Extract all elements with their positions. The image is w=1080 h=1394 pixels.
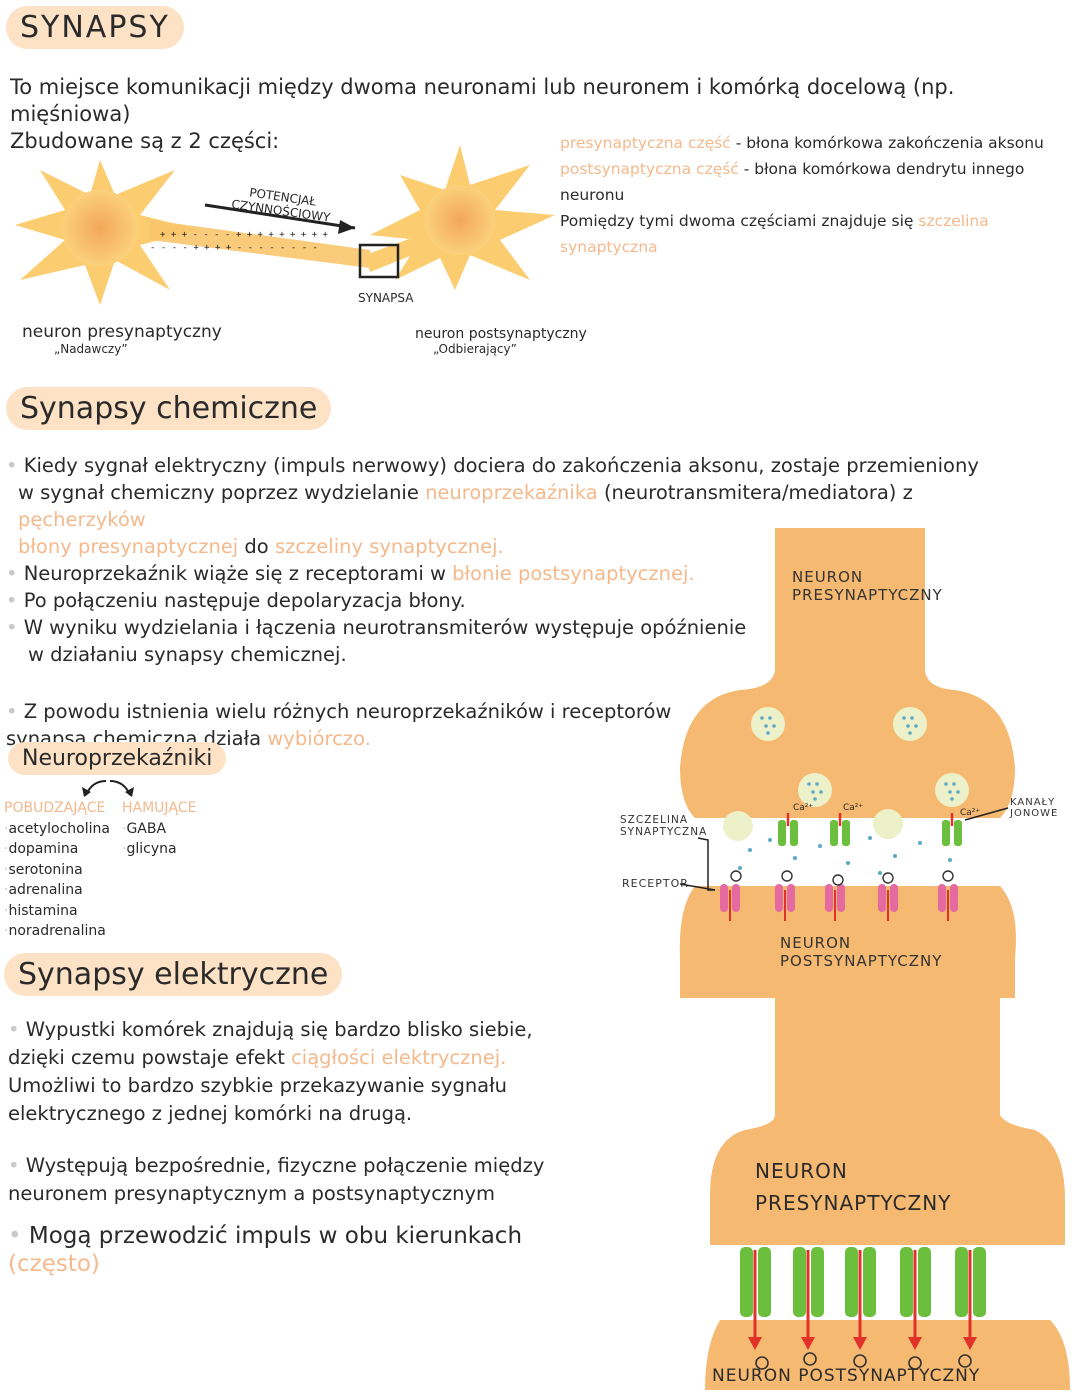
ion-channels-label: KANAŁY JONOWE — [1010, 797, 1059, 819]
branch-arrows — [82, 780, 134, 797]
elec-post-label: NEURON POSTSYNAPTYCZNY — [712, 1366, 981, 1386]
presynaptic-neuron-label: neuron presynaptyczny „Nadawczy” — [22, 322, 222, 356]
receptor-label: RECEPTOR — [622, 877, 689, 890]
list-item: ·GABA — [122, 820, 167, 837]
chemical-synapse-diagram — [679, 528, 1016, 998]
postsynaptic-neuron — [365, 145, 555, 290]
calcium-label: Ca²⁺ — [793, 803, 814, 813]
electrical-presynaptic — [710, 985, 1065, 1245]
electrical-postsynaptic — [705, 1320, 1070, 1390]
gap-junctions — [740, 1247, 986, 1317]
calcium-label: Ca²⁺ — [960, 808, 981, 818]
list-item: ·adrenalina — [4, 882, 83, 898]
ion-channels — [778, 820, 962, 846]
intro-text: To miejsce komunikacji między dwoma neur… — [10, 74, 1070, 155]
chem-post-label: NEURON POSTSYNAPTYCZNY — [780, 934, 943, 970]
neurotransmitters-heading: Neuroprzekaźniki — [8, 742, 227, 775]
electrical-bullet-3: • Mogą przewodzić impuls w obu kierunkac… — [8, 1223, 523, 1277]
list-item: ·dopamina — [4, 841, 79, 857]
list-item: ·noradrenalina — [4, 923, 106, 939]
svg-text:- - - - + + + + - - - - - -: - - - - + + + + - - - - - - - - — [150, 243, 318, 253]
receptors — [720, 884, 958, 912]
postsynaptic-terminal — [679, 886, 1016, 998]
calcium-label: Ca²⁺ — [843, 803, 864, 813]
intro-line-2: Zbudowane są z 2 części: — [10, 129, 280, 153]
chemical-bullet-1: • Kiedy sygnał elektryczny (impuls nerwo… — [6, 454, 979, 477]
list-item: ·acetylocholina — [4, 820, 110, 837]
chemical-bullet-4: • W wyniku wydzielania i łączenia neurot… — [6, 616, 747, 639]
part-between: Pomiędzy tymi dwoma częściami znajduje s… — [560, 212, 989, 256]
svg-text:+ + + - - - - + + + + + + +: + + + - - - - + + + + + + + + + — [160, 230, 329, 240]
electrical-synapses-heading: Synapsy elektryczne — [4, 953, 343, 996]
neuron-diagram: + + + - - - - + + + + + + + + + - - - - … — [15, 145, 555, 305]
elec-pre-label: NEURON PRESYNAPTYCZNY — [755, 1159, 952, 1215]
intro-line-1: To miejsce komunikacji między dwoma neur… — [10, 75, 955, 126]
cleft-label: SZCZELINA SYNAPTYCZNA — [620, 814, 708, 838]
page-title: SYNAPSY — [6, 6, 184, 49]
electrical-bullet-1: • Wypustki komórek znajdują się bardzo b… — [8, 1018, 533, 1041]
chemical-bullet-5: • Z powodu istnienia wielu różnych neuro… — [6, 700, 672, 723]
synapse-box — [358, 243, 400, 279]
presynaptic-terminal — [680, 528, 1015, 818]
part-post: postsynaptyczna część - błona komórkowa … — [560, 160, 1025, 204]
postsynaptic-neuron-label: neuron postsynaptyczny „Odbierający” — [415, 326, 587, 356]
presynaptic-neuron — [15, 160, 370, 305]
electrical-synapse-diagram — [705, 985, 1070, 1390]
synapse-parts: presynaptyczna część - błona komórkowa z… — [560, 130, 1075, 260]
chemical-bullet-2: • Neuroprzekaźnik wiąże się z receptoram… — [6, 562, 695, 585]
synapse-label: SYNAPSA — [358, 291, 414, 305]
chemical-bullet-3: • Po połączeniu następuje depolaryzacja … — [6, 589, 466, 612]
inhibitory-list: HAMUJĄCE ·GABA ·glicyna — [122, 798, 197, 860]
chem-pre-label: NEURON PRESYNAPTYCZNY — [792, 568, 943, 604]
list-item: ·glicyna — [122, 841, 177, 857]
electrical-text: • Wypustki komórek znajdują się bardzo b… — [8, 1016, 608, 1278]
part-pre: presynaptyczna część - błona komórkowa z… — [560, 134, 1044, 152]
chemical-synapses-heading: Synapsy chemiczne — [6, 387, 332, 430]
list-item: ·histamina — [4, 902, 78, 919]
potential-arrow — [204, 203, 356, 230]
excitatory-list: POBUDZAJĄCE ·acetylocholina ·dopamina ·s… — [4, 798, 110, 942]
electrical-bullet-2: • Występują bezpośrednie, fizyczne połąc… — [8, 1154, 545, 1177]
vesicles — [723, 707, 969, 841]
list-item: ·serotonina — [4, 861, 83, 878]
